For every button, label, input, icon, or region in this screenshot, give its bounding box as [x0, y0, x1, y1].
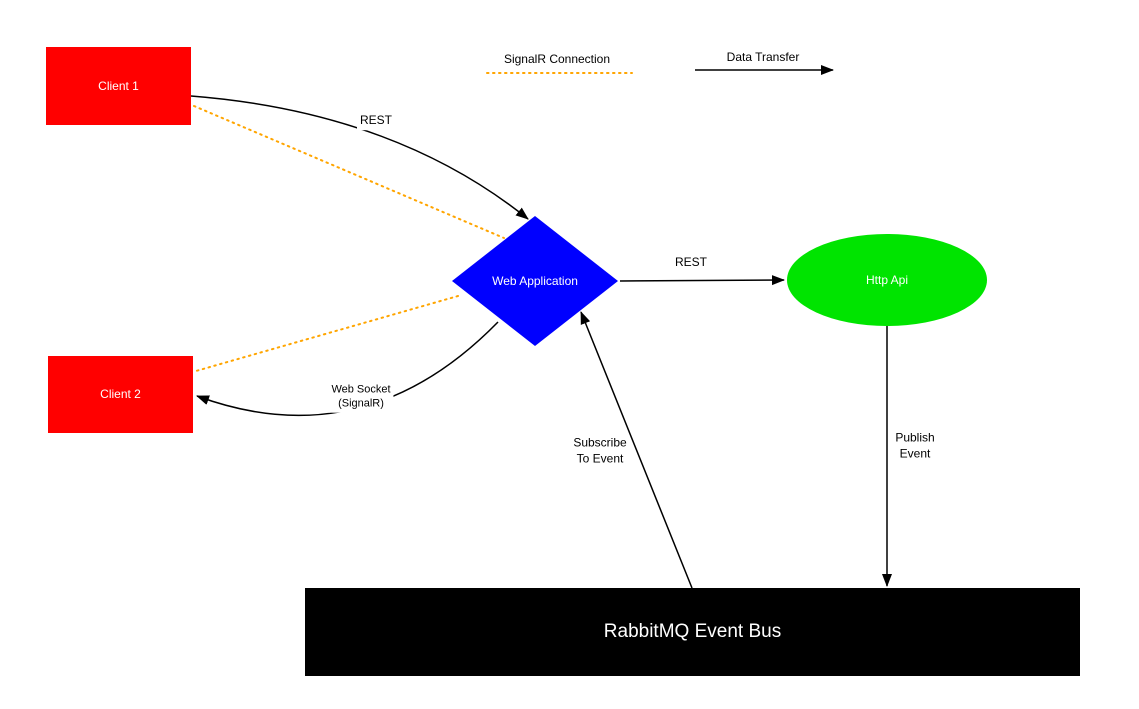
node-client2-label: Client 2: [100, 387, 141, 402]
edge-label-rest-api: REST: [671, 254, 711, 272]
edge-label-publish-event: Publish Event: [892, 429, 938, 463]
node-client1-label: Client 1: [98, 78, 139, 93]
node-client2: Client 2: [48, 356, 193, 433]
node-client1: Client 1: [46, 47, 191, 125]
edge-client1-to-webapp: [190, 95, 529, 220]
node-http-api: Http Api: [787, 234, 987, 326]
edge-label-subscribe-to-event: Subscribe To Event: [570, 434, 630, 468]
legend-signalr-label: SignalR Connection: [503, 52, 611, 66]
node-rabbitmq-event-bus: RabbitMQ Event Bus: [305, 588, 1080, 676]
edge-label-rest-client1: REST: [356, 112, 396, 130]
node-rabbitmq-event-bus-label: RabbitMQ Event Bus: [603, 620, 782, 642]
legend-data-transfer-label: Data Transfer: [726, 50, 800, 64]
edge-signalr-client1-webapp: [193, 105, 505, 239]
node-http-api-label: Http Api: [865, 272, 909, 287]
node-web-application-label: Web Application: [492, 273, 578, 288]
edge-webapp-to-httpapi: [619, 275, 785, 286]
edge-label-web-socket: Web Socket (SignalR): [328, 381, 394, 413]
edge-signalr-webapp-client2: [195, 295, 459, 372]
edge-bus-to-webapp: [580, 311, 693, 589]
